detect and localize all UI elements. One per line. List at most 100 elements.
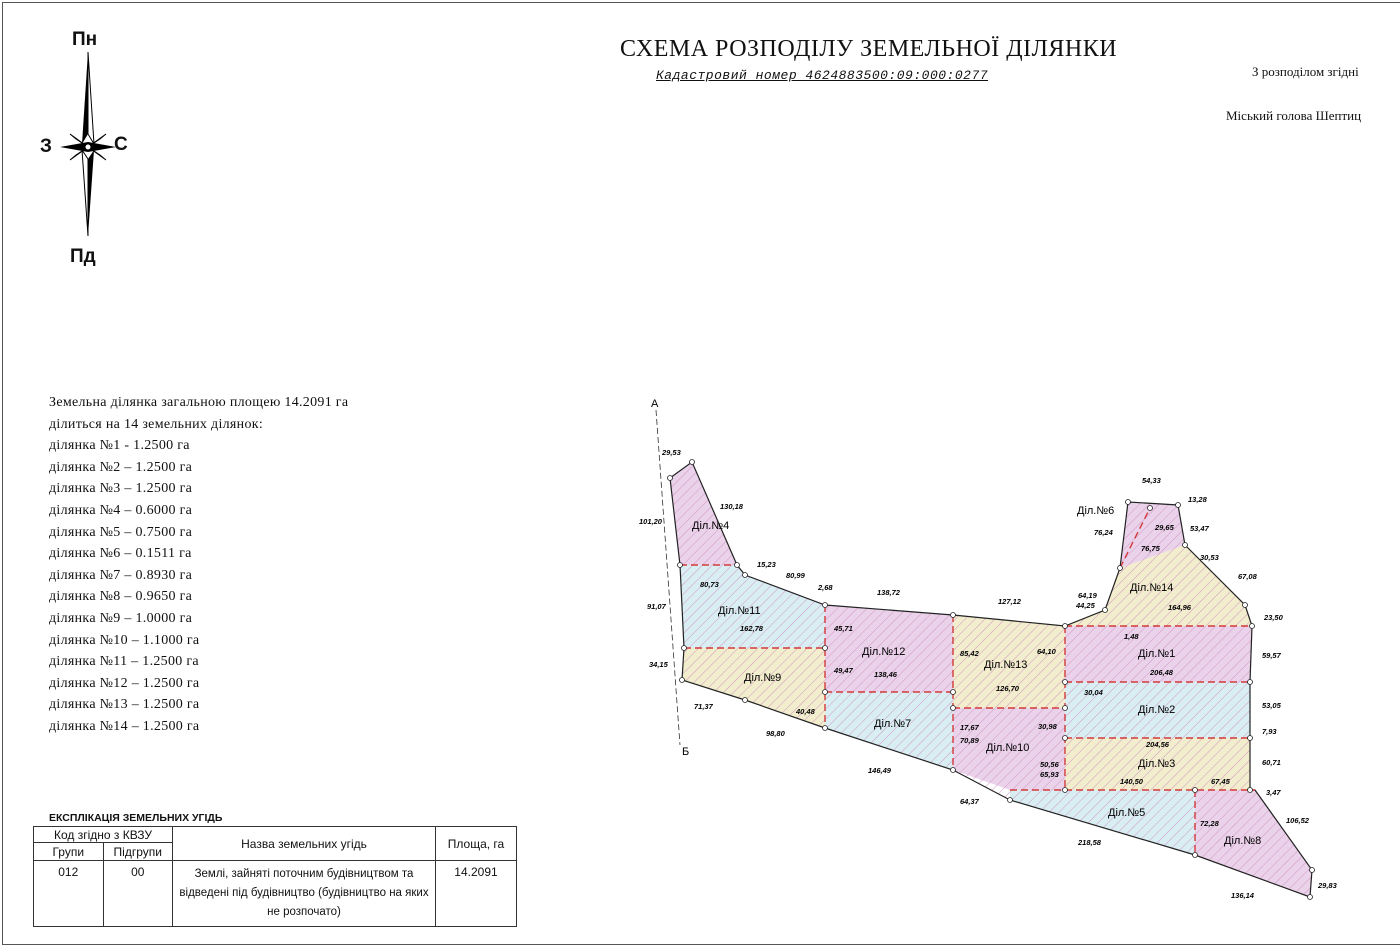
plot-label-5: Діл.№5 <box>1108 807 1145 819</box>
compass-north-label: Пн <box>72 29 98 50</box>
dimension-label: 2,68 <box>817 583 833 592</box>
dimension-label: 29,65 <box>1154 523 1175 532</box>
plot-label-1: Діл.№1 <box>1138 648 1175 660</box>
cadastral-number: Кадастровий номер 4624883500:09:000:0277 <box>656 68 989 83</box>
plot-area-item: ділянка №9 – 1.0000 га <box>49 610 193 626</box>
dimension-label: 1,48 <box>1124 632 1139 641</box>
dimension-label: 71,37 <box>694 702 714 711</box>
section-end-label: Б <box>682 746 689 758</box>
dimension-label: 64,37 <box>960 797 980 806</box>
dimension-label: 76,75 <box>1141 544 1161 553</box>
row-land-name: Землі, зайняті поточним будівництвом та … <box>172 860 436 927</box>
explication-title: ЕКСПЛІКАЦІЯ ЗЕМЕЛЬНИХ УГІДЬ <box>49 812 223 824</box>
dimension-label: 60,71 <box>1262 758 1281 767</box>
plot-label-14: Діл.№14 <box>1130 582 1173 594</box>
dimension-labels: 29,53 130,18 101,20 15,23 80,73 80,99 2,… <box>639 448 1338 900</box>
plot-area-item: ділянка №7 – 0.8930 га <box>49 567 193 583</box>
dimension-label: 30,04 <box>1084 688 1104 697</box>
plot-label-2: Діл.№2 <box>1138 704 1175 716</box>
dimension-label: 13,28 <box>1188 495 1208 504</box>
dimension-label: 30,98 <box>1038 722 1058 731</box>
dimension-label: 98,80 <box>766 729 786 738</box>
dimension-label: 65,93 <box>1040 770 1060 779</box>
plot-label-10: Діл.№10 <box>986 742 1029 754</box>
plot-area-item: ділянка №13 – 1.2500 га <box>49 697 200 713</box>
compass-rose: Пн Пд З С <box>36 24 146 274</box>
plot-area-item: ділянка №4 – 0.6000 га <box>49 502 193 518</box>
plot-label-3: Діл.№3 <box>1138 758 1175 770</box>
compass-star-icon <box>60 51 116 237</box>
plot-label-8: Діл.№8 <box>1224 835 1261 847</box>
plot-label-6: Діл.№6 <box>1077 505 1114 517</box>
dimension-label: 59,57 <box>1262 651 1282 660</box>
dimension-label: 101,20 <box>639 517 663 526</box>
dimension-label: 126,70 <box>996 684 1020 693</box>
dimension-label: 138,46 <box>874 670 898 679</box>
scheme-title: СХЕМА РОЗПОДІЛУ ЗЕМЕЛЬНОЇ ДІЛЯНКИ <box>620 36 1118 62</box>
dimension-label: 127,12 <box>998 597 1022 606</box>
plot-area-item: ділянка №11 – 1.2500 га <box>49 654 199 670</box>
plot-label-13: Діл.№13 <box>984 659 1027 671</box>
section-start-label: А <box>651 398 659 410</box>
header-groups: Групи <box>33 842 104 861</box>
dimension-label: 80,99 <box>786 571 806 580</box>
plot-area-item: ділянка №3 – 1.2500 га <box>49 481 193 497</box>
compass-south-label: Пд <box>70 246 96 267</box>
plot-label-11: Діл.№11 <box>718 605 761 617</box>
mayor-signature-line: Міський голова Шептиц <box>1226 108 1362 123</box>
dimension-label: 45,71 <box>833 624 853 633</box>
summary-count: ділиться на 14 земельних ділянок: <box>49 416 264 432</box>
dimension-label: 162,78 <box>740 624 764 633</box>
approval-text: З розподілом згідні <box>1252 64 1359 79</box>
dimension-label: 44,25 <box>1075 601 1096 610</box>
dimension-label: 50,56 <box>1040 760 1060 769</box>
dimension-label: 70,89 <box>960 736 980 745</box>
dimension-label: 138,72 <box>877 588 901 597</box>
dimension-label: 29,83 <box>1317 881 1338 890</box>
dimension-label: 164,96 <box>1168 603 1192 612</box>
dimension-label: 140,50 <box>1120 777 1144 786</box>
plot-area-item: ділянка №14 – 1.2500 га <box>49 718 200 734</box>
dimension-label: 67,08 <box>1238 572 1258 581</box>
dimension-label: 17,67 <box>960 723 980 732</box>
dimension-label: 146,49 <box>868 766 892 775</box>
plot-label-4: Діл.№4 <box>692 520 729 532</box>
parcel-hatch <box>670 462 1312 897</box>
dimension-label: 106,52 <box>1286 816 1310 825</box>
dimension-label: 23,50 <box>1263 613 1284 622</box>
dimension-label: 53,47 <box>1190 524 1210 533</box>
dimension-label: 7,93 <box>1262 727 1277 736</box>
row-group: 012 <box>33 860 104 927</box>
dimension-label: 72,28 <box>1200 819 1220 828</box>
dimension-label: 34,15 <box>649 660 669 669</box>
dimension-label: 130,18 <box>720 502 744 511</box>
dimension-label: 80,73 <box>700 580 720 589</box>
plot-area-item: ділянка №1 - 1.2500 га <box>49 438 190 454</box>
section-line <box>655 409 681 746</box>
dimension-label: 64,10 <box>1037 647 1057 656</box>
dimension-label: 76,24 <box>1094 528 1114 537</box>
dimension-label: 218,58 <box>1077 838 1102 847</box>
dimension-label: 91,07 <box>647 602 667 611</box>
plot-label-9: Діл.№9 <box>744 672 781 684</box>
compass-west-label: З <box>40 136 52 157</box>
dimension-label: 53,05 <box>1262 701 1282 710</box>
plot-area-item: ділянка №8 – 0.9650 га <box>49 589 193 605</box>
dimension-label: 136,14 <box>1231 891 1255 900</box>
dimension-label: 67,45 <box>1211 777 1231 786</box>
compass-east-label: С <box>114 134 128 155</box>
dimension-label: 49,47 <box>833 666 854 675</box>
dimension-label: 3,47 <box>1266 788 1281 797</box>
dimension-label: 30,53 <box>1200 553 1220 562</box>
plot-area-item: ділянка №5 – 0.7500 га <box>49 524 193 540</box>
plot-area-item: ділянка №10 – 1.1000 га <box>49 632 200 648</box>
header-subgroups: Підгрупи <box>102 842 173 861</box>
dimension-label: 40,48 <box>795 707 816 716</box>
dimension-label: 15,23 <box>757 560 777 569</box>
plot-summary: Земельна ділянка загальною площею 14.209… <box>49 392 348 738</box>
dimension-label: 85,42 <box>960 649 980 658</box>
dimension-label: 64,19 <box>1078 591 1098 600</box>
plot-label-12: Діл.№12 <box>862 646 905 658</box>
